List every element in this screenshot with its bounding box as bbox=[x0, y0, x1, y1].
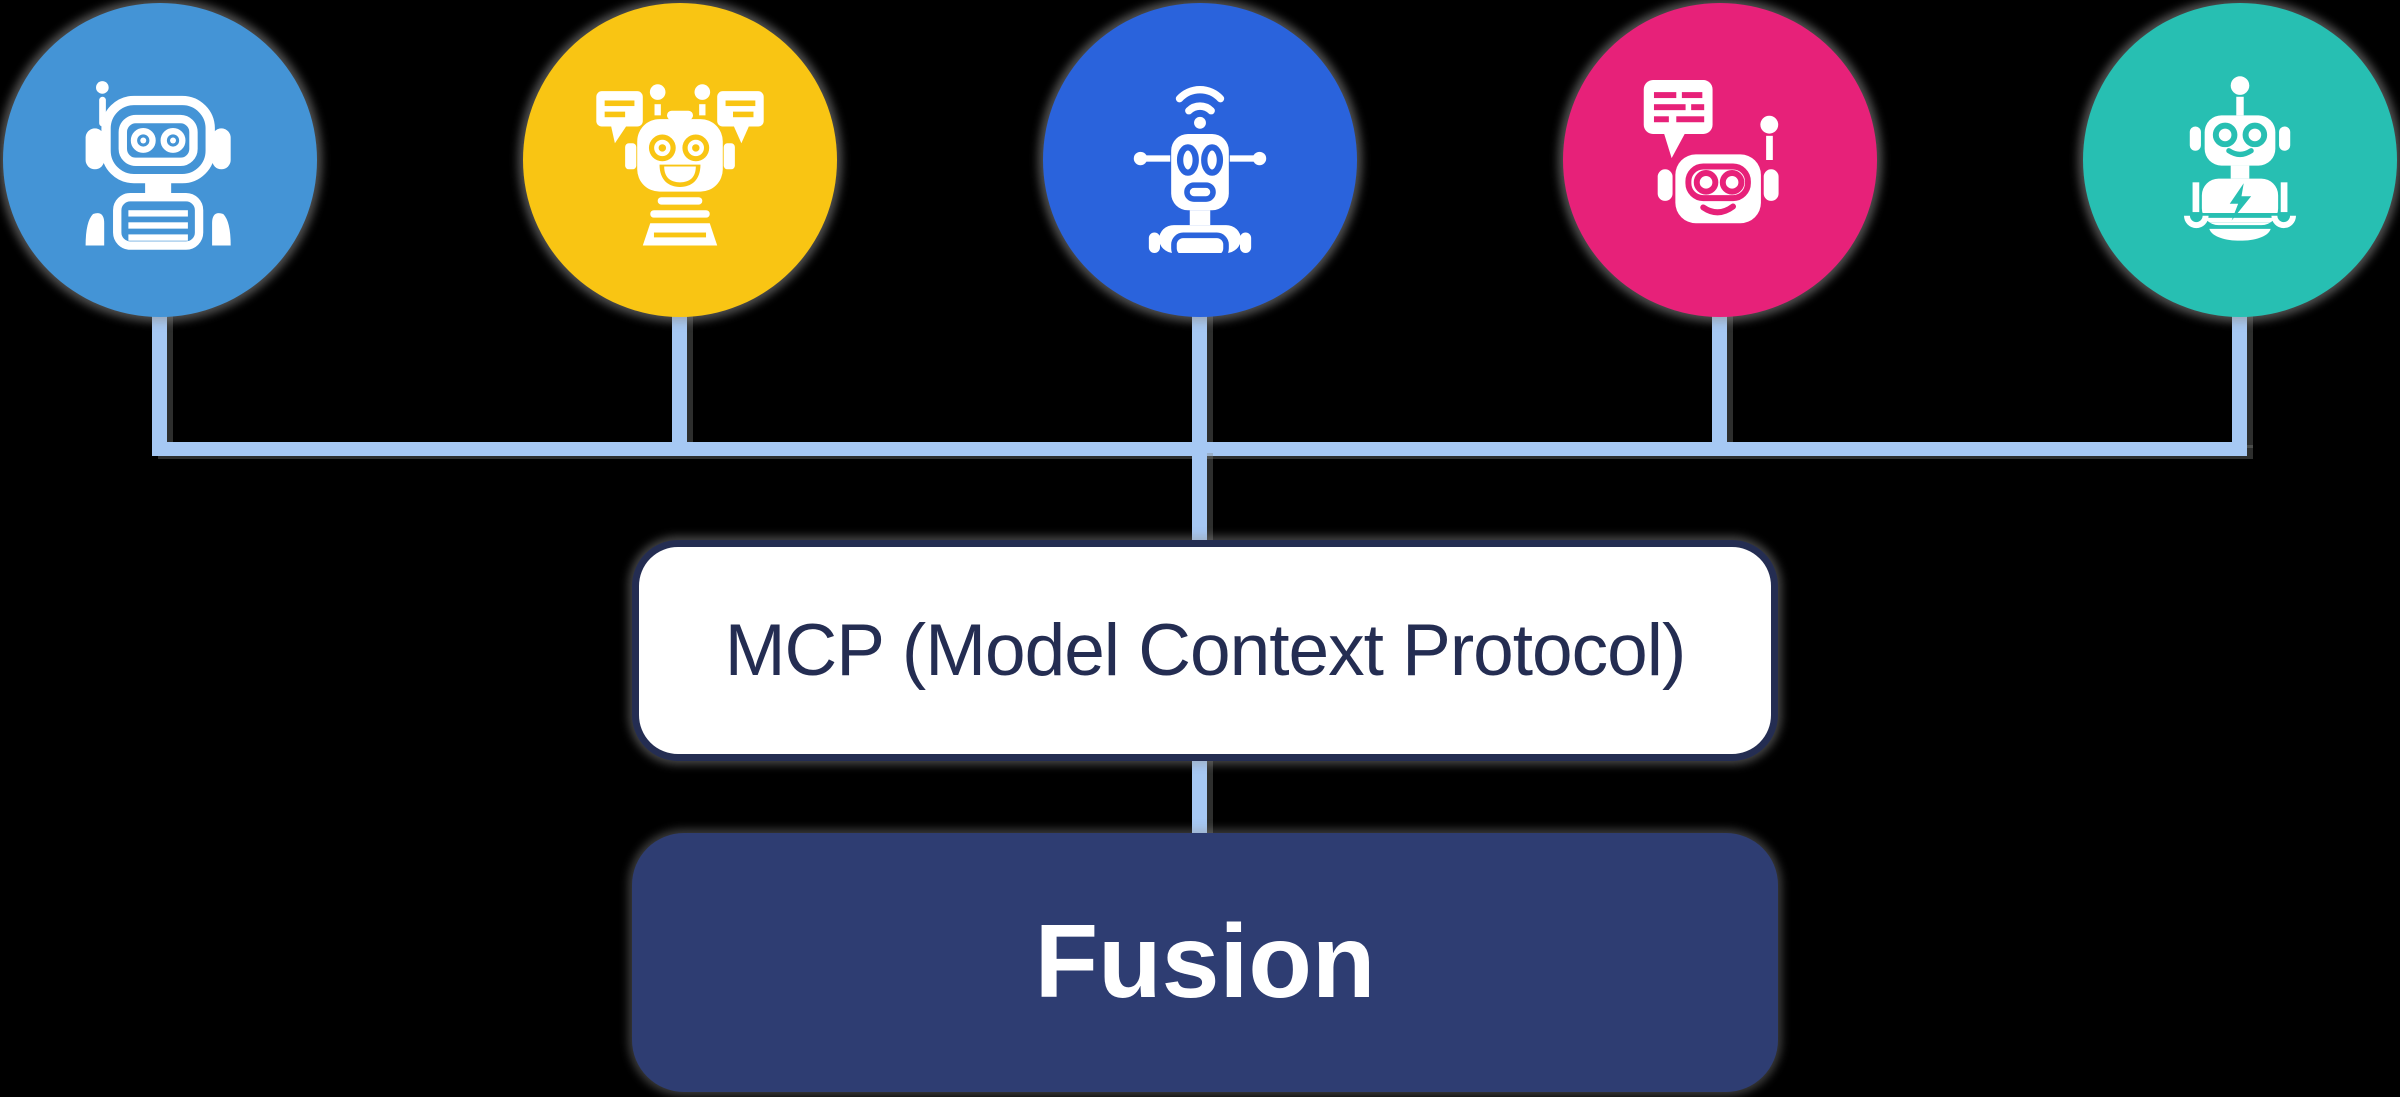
connector-stem-1 bbox=[152, 295, 167, 445]
fusion-box: Fusion bbox=[632, 833, 1778, 1092]
agent-node-4 bbox=[1563, 3, 1877, 317]
robot-lightning-icon bbox=[2184, 76, 2296, 241]
connector-stem-5 bbox=[2232, 295, 2247, 445]
robot-speech-bubble-icon bbox=[1643, 80, 1779, 224]
connector-stem-2 bbox=[672, 295, 687, 445]
fusion-label: Fusion bbox=[1034, 904, 1376, 1020]
robot-wifi-icon bbox=[1133, 86, 1267, 253]
robot-headset-icon bbox=[85, 81, 231, 250]
mcp-box: MCP (Model Context Protocol) bbox=[632, 540, 1778, 761]
connector-fusion-stem bbox=[1192, 756, 1207, 838]
robot-chat-bubbles-icon bbox=[596, 84, 764, 246]
agent-node-5 bbox=[2083, 3, 2397, 317]
connector-stem-4 bbox=[1712, 295, 1727, 445]
agent-node-3 bbox=[1043, 3, 1357, 317]
agent-node-2 bbox=[523, 3, 837, 317]
connector-mcp-stem bbox=[1192, 450, 1207, 545]
agent-node-1 bbox=[3, 3, 317, 317]
connector-bus bbox=[152, 442, 2247, 456]
connector-stem-3 bbox=[1192, 295, 1207, 445]
mcp-label: MCP (Model Context Protocol) bbox=[724, 610, 1687, 691]
